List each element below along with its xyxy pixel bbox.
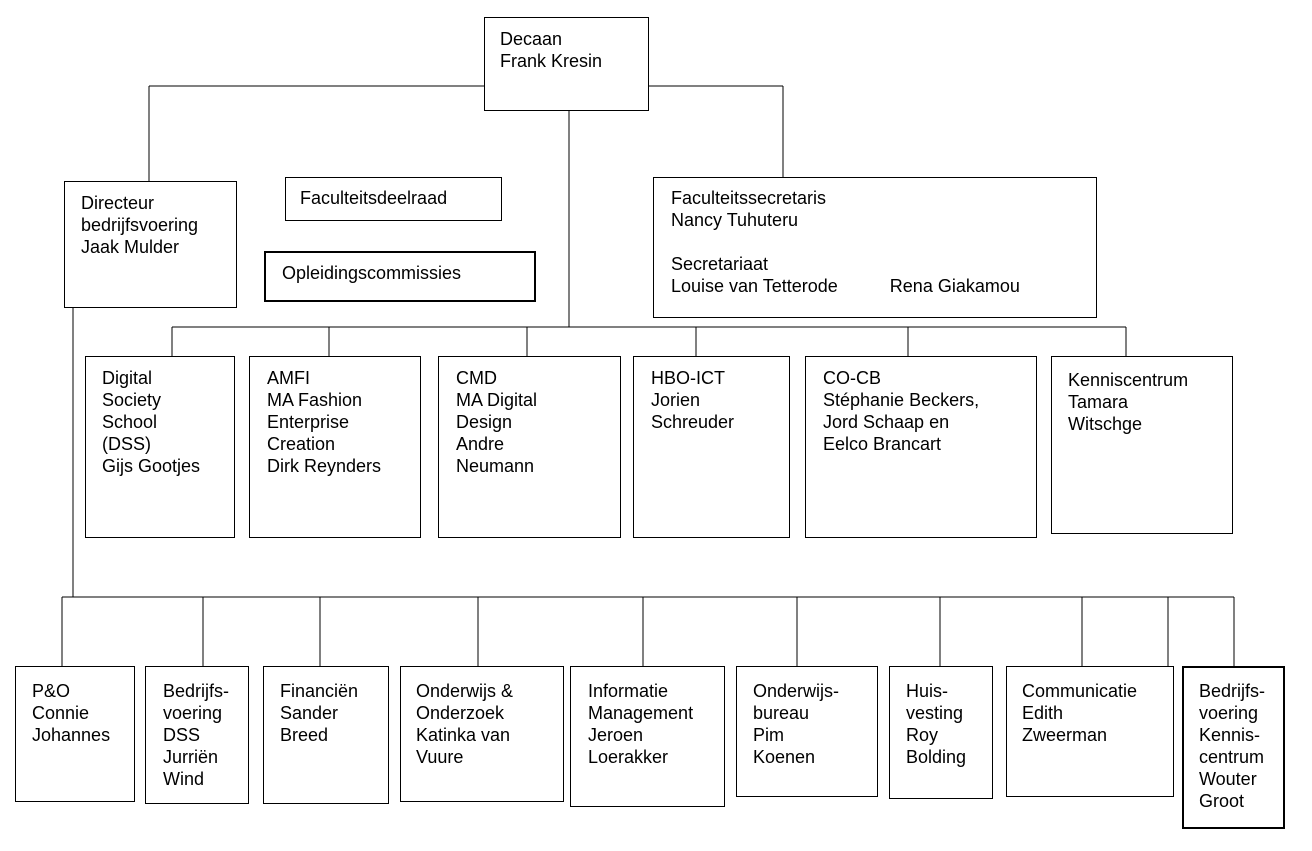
- department-line: bureau: [753, 703, 810, 723]
- school-box-kenniscentrum: Kenniscentrum Tamara Witschge: [1051, 356, 1233, 534]
- school-line: Enterprise: [267, 412, 350, 432]
- school-box-cmd: CMD MA Digital Design Andre Neumann: [438, 356, 621, 538]
- school-line: Witschge: [1068, 414, 1143, 434]
- faculty-secretary-box: Faculteitssecretaris Nancy Tuhuteru Secr…: [653, 177, 1097, 318]
- program-committees-label: Opleidingscommissies: [282, 263, 462, 283]
- school-line: MA Fashion: [267, 390, 363, 410]
- department-line: Kennis-: [1199, 725, 1261, 745]
- school-line: HBO-ICT: [651, 368, 725, 388]
- department-line: Edith: [1022, 703, 1064, 723]
- department-box-onderwijs-onderzoek: Onderwijs & Onderzoek Katinka van Vuure: [400, 666, 564, 802]
- secretariat-name: Louise van Tetterode: [671, 276, 838, 296]
- school-line: Jorien: [651, 390, 701, 410]
- school-box-hbo-ict: HBO-ICT Jorien Schreuder: [633, 356, 790, 538]
- secretariat-label: Secretariaat: [671, 254, 769, 274]
- department-line: Groot: [1199, 791, 1245, 811]
- department-line: Johannes: [32, 725, 111, 745]
- department-line: Wouter: [1199, 769, 1257, 789]
- school-line: Kenniscentrum: [1068, 370, 1189, 390]
- department-line: Onderwijs &: [416, 681, 514, 701]
- school-box-amfi: AMFI MA Fashion Enterprise Creation Dirk…: [249, 356, 421, 538]
- department-box-communicatie: Communicatie Edith Zweerman: [1006, 666, 1174, 797]
- department-line: Onderzoek: [416, 703, 505, 723]
- faculty-council-box: Faculteitsdeelraad: [285, 177, 502, 221]
- department-line: Breed: [280, 725, 329, 745]
- department-line: Management: [588, 703, 694, 723]
- department-line: Bedrijfs-: [1199, 681, 1266, 701]
- faculty-secretary-name: Nancy Tuhuteru: [671, 210, 799, 230]
- department-line: Bolding: [906, 747, 967, 767]
- school-line: CO-CB: [823, 368, 881, 388]
- department-line: Zweerman: [1022, 725, 1108, 745]
- department-box-informatie-management: Informatie Management Jeroen Loerakker: [570, 666, 725, 807]
- school-line: Society: [102, 390, 162, 410]
- school-line: Stéphanie Beckers,: [823, 390, 980, 410]
- department-line: vesting: [906, 703, 964, 723]
- school-line: Tamara: [1068, 392, 1129, 412]
- department-line: voering: [163, 703, 223, 723]
- school-line: Digital: [102, 368, 153, 388]
- department-line: voering: [1199, 703, 1259, 723]
- school-line: Creation: [267, 434, 336, 454]
- department-box-po: P&O Connie Johannes: [15, 666, 135, 802]
- department-line: centrum: [1199, 747, 1265, 767]
- faculty-secretary-title: Faculteitssecretaris: [671, 188, 827, 208]
- school-line: Andre: [456, 434, 505, 454]
- department-line: Informatie: [588, 681, 669, 701]
- department-box-huisvesting: Huis- vesting Roy Bolding: [889, 666, 993, 799]
- department-line: Pim: [753, 725, 784, 745]
- school-line: Gijs Gootjes: [102, 456, 201, 476]
- department-line: P&O: [32, 681, 71, 701]
- school-line: Design: [456, 412, 513, 432]
- school-line: CMD: [456, 368, 497, 388]
- school-line: AMFI: [267, 368, 310, 388]
- department-line: Roy: [906, 725, 939, 745]
- department-line: Bedrijfs-: [163, 681, 230, 701]
- dean-title: Decaan: [500, 29, 563, 49]
- school-line: Eelco Brancart: [823, 434, 942, 454]
- department-line: Jurriën: [163, 747, 219, 767]
- school-line: Neumann: [456, 456, 535, 476]
- department-line: Huis-: [906, 681, 949, 701]
- department-line: Financiën: [280, 681, 359, 701]
- secretariat-names: Louise van Tetterode Rena Giakamou: [671, 275, 1096, 297]
- school-box-dss: Digital Society School (DSS) Gijs Gootje…: [85, 356, 235, 538]
- school-line: MA Digital: [456, 390, 538, 410]
- director-line: bedrijfsvoering: [81, 215, 199, 235]
- department-line: Vuure: [416, 747, 464, 767]
- department-line: Onderwijs-: [753, 681, 840, 701]
- department-box-onderwijsbureau: Onderwijs- bureau Pim Koenen: [736, 666, 878, 797]
- school-line: (DSS): [102, 434, 151, 454]
- department-box-bedrijfsvoering-kenniscentrum: Bedrijfs- voering Kennis- centrum Wouter…: [1182, 666, 1285, 829]
- department-line: Communicatie: [1022, 681, 1138, 701]
- department-box-financien: Financiën Sander Breed: [263, 666, 389, 804]
- department-line: Connie: [32, 703, 90, 723]
- school-line: School: [102, 412, 158, 432]
- department-line: Wind: [163, 769, 205, 789]
- secretariat-name: Rena Giakamou: [889, 276, 1020, 296]
- department-line: Katinka van: [416, 725, 511, 745]
- department-line: Loerakker: [588, 747, 669, 767]
- dean-name: Frank Kresin: [500, 51, 603, 71]
- department-line: Sander: [280, 703, 339, 723]
- school-line: Jord Schaap en: [823, 412, 950, 432]
- director-line: Directeur: [81, 193, 155, 213]
- school-box-co-cb: CO-CB Stéphanie Beckers, Jord Schaap en …: [805, 356, 1037, 538]
- faculty-council-label: Faculteitsdeelraad: [300, 188, 448, 208]
- department-box-bedrijfsvoering-dss: Bedrijfs- voering DSS Jurriën Wind: [145, 666, 249, 804]
- school-line: Schreuder: [651, 412, 735, 432]
- dean-box: Decaan Frank Kresin: [484, 17, 649, 111]
- department-line: Koenen: [753, 747, 816, 767]
- school-line: Dirk Reynders: [267, 456, 382, 476]
- program-committees-box: Opleidingscommissies: [264, 251, 536, 302]
- department-line: DSS: [163, 725, 201, 745]
- director-box: Directeur bedrijfsvoering Jaak Mulder: [64, 181, 237, 308]
- director-name: Jaak Mulder: [81, 237, 180, 257]
- department-line: Jeroen: [588, 725, 644, 745]
